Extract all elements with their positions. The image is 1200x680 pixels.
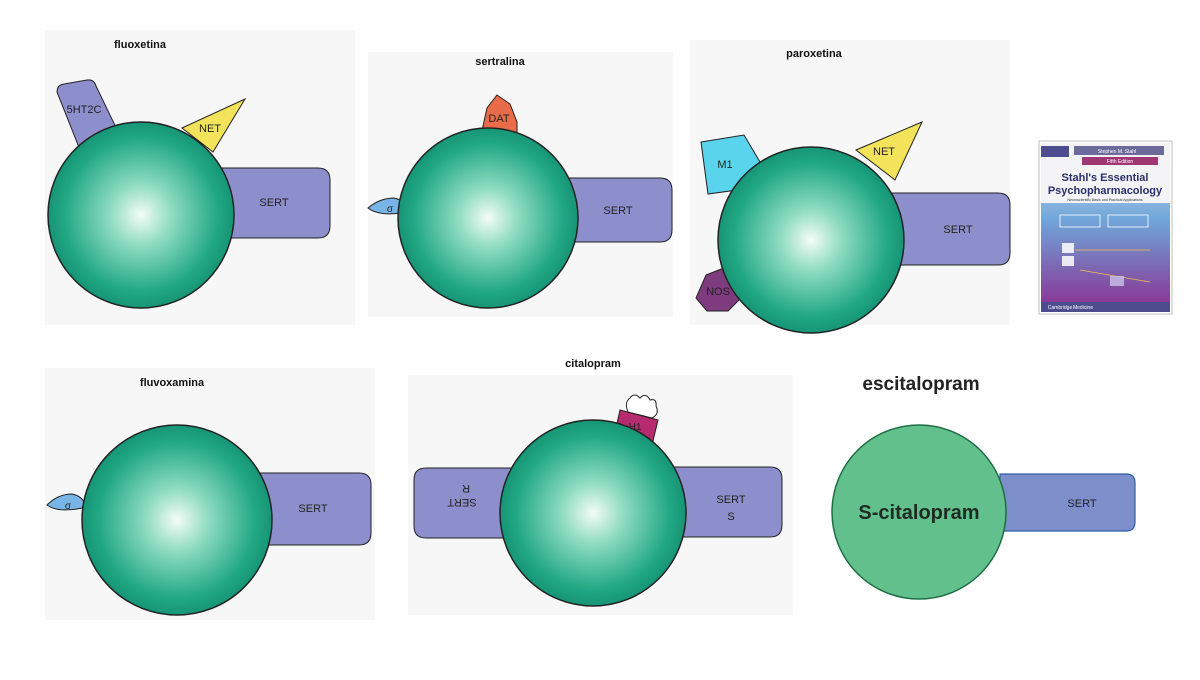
receptor-sert: SERT [999,473,1136,532]
book-title-line2: Psychopharmacology [1048,185,1163,197]
panel-title: fluvoxamina [140,377,205,389]
receptor-label: 5HT2C [67,104,102,116]
drug-sphere [717,146,905,334]
receptor-label: NET [873,146,895,158]
receptor-net: NET [181,97,247,153]
receptor-label: H1 [629,422,642,433]
drug-sphere [47,121,235,309]
receptor-label: SERT [259,197,288,209]
panel-paroxetina: paroxetina M1 NET SERT NOS [690,40,1011,334]
book-author: Stephen M. Stahl [1098,149,1136,155]
receptor-sert: SERT [869,192,1011,266]
panel-sertralina: sertralina DAT σ SERT [367,52,673,317]
receptor-label: σ [387,204,394,215]
book-cover: Stephen M. Stahl Fifth Edition Stahl's E… [1038,140,1173,315]
receptor-label: SERT [298,503,327,515]
book-subtitle: Neuroscientific Basis and Practical Appl… [1067,198,1143,202]
panel-title: sertralina [475,56,525,68]
panel-title: fluoxetina [114,39,167,51]
receptor-sert: SERT [239,472,372,546]
drug-label: S-citalopram [858,502,979,524]
book-publisher: Cambridge [1048,305,1073,311]
receptor-net: NET [855,121,924,181]
panel-title: citalopram [565,358,621,370]
panel-fluoxetina: fluoxetina 5HT2C NET SERT [45,30,355,325]
receptor-label: M1 [717,159,732,171]
receptor-sigma: σ [46,493,86,512]
drug-sphere [499,419,687,607]
book-title-line1: Stahl's Essential [1062,172,1149,184]
panel-title: escitalopram [862,374,979,395]
receptor-label: σ [65,501,72,512]
receptor-label-mirrored-top: SERT [447,496,476,508]
receptor-label: SERT [1067,498,1096,510]
book-cover-illustration [1059,214,1151,286]
panel-title: paroxetina [786,48,843,60]
receptor-label: SERT [943,224,972,236]
receptor-label: NOS [706,286,730,298]
receptor-label: SERT [603,205,632,217]
receptor-label: NET [199,123,221,135]
drug-sphere [831,424,1007,600]
panel-escitalopram: escitalopram SERT S-citalopram [831,374,1136,600]
book-edition: Fifth Edition [1107,159,1134,165]
receptor-label-mirrored-bottom: R [462,482,470,494]
panel-fluvoxamina: fluvoxamina σ SERT [45,368,375,620]
receptor-label: S [727,511,734,523]
receptor-label: SERT [716,494,745,506]
drug-sphere [397,127,579,309]
panel-citalopram: citalopram H1 SERT R SERT S [408,358,793,615]
receptor-label: DAT [488,113,509,125]
histamine-ligand-icon [625,394,658,419]
book-imprint: Medicine [1073,305,1093,311]
drug-sphere [81,424,273,616]
